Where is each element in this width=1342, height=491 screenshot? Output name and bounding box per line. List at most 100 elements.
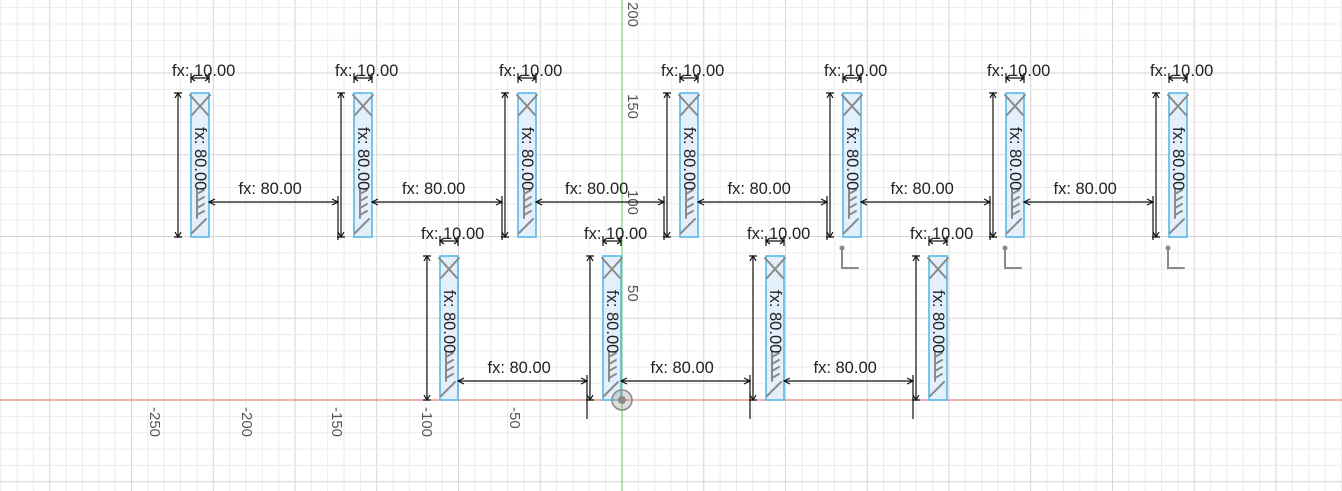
- constraint-icon: [516, 94, 538, 116]
- sketch-rectangle[interactable]: [842, 92, 862, 238]
- x-axis-tick-label: -50: [506, 407, 523, 429]
- fixed-constraint-icon: [445, 350, 454, 382]
- sketch-rectangle[interactable]: [1005, 92, 1025, 238]
- height-dimension-arrows: [1152, 91, 1160, 239]
- bottom-row-rect-group[interactable]: fx: 10.00 fx: 80.00: [584, 225, 647, 402]
- bottom-row-spacing-group[interactable]: fx: 80.00: [619, 359, 752, 419]
- sketch-rectangle[interactable]: [517, 92, 537, 238]
- bottom-row-rect-group[interactable]: fx: 10.00 fx: 80.00: [747, 225, 810, 402]
- height-dimension-arrows: [337, 91, 345, 239]
- width-dimension-label[interactable]: fx: 10.00: [661, 62, 724, 80]
- width-dimension-label[interactable]: fx: 10.00: [1150, 62, 1213, 80]
- width-dimension-arrows: [928, 237, 948, 245]
- constraint-icon: [927, 257, 949, 279]
- top-row-rect-group[interactable]: fx: 10.00 fx: 80.00: [661, 62, 724, 239]
- y-axis-tick-label: 50: [624, 285, 641, 302]
- spacing-dimension-label[interactable]: fx: 80.00: [728, 180, 791, 198]
- top-row-spacing-group[interactable]: fx: 80.00: [370, 180, 504, 240]
- top-row-spacing-group[interactable]: fx: 80.00: [696, 180, 829, 240]
- constraint-icon: [354, 218, 370, 234]
- height-dimension-label[interactable]: fx: 80.00: [518, 127, 536, 190]
- height-dimension-arrows: [501, 91, 509, 239]
- fixed-constraint-icon: [1011, 187, 1020, 219]
- height-dimension-label[interactable]: fx: 80.00: [354, 127, 372, 190]
- width-dimension-arrows: [842, 74, 862, 82]
- top-row-spacing-group[interactable]: fx: 80.00: [207, 180, 340, 240]
- sketch-rectangle[interactable]: [928, 255, 948, 401]
- sketch-rectangle[interactable]: [679, 92, 699, 238]
- width-dimension-arrows: [679, 74, 699, 82]
- top-row-rect-group[interactable]: fx: 10.00 fx: 80.00: [824, 62, 887, 239]
- height-dimension-label[interactable]: fx: 80.00: [929, 290, 947, 353]
- constraint-icon: [678, 94, 700, 116]
- spacing-dimension-label[interactable]: fx: 80.00: [402, 180, 465, 198]
- top-row-rect-group[interactable]: fx: 10.00 fx: 80.00: [172, 62, 235, 239]
- sketch-rectangle[interactable]: [353, 92, 373, 238]
- top-row-spacing-group[interactable]: fx: 80.00: [859, 180, 992, 240]
- height-dimension-arrows: [912, 254, 920, 402]
- top-row-rect-group[interactable]: fx: 10.00 fx: 80.00: [335, 62, 398, 239]
- top-row-rect-group[interactable]: fx: 10.00 fx: 80.00: [499, 62, 562, 239]
- width-dimension-arrows: [353, 74, 373, 82]
- height-dimension-label[interactable]: fx: 80.00: [191, 127, 209, 190]
- constraint-icon: [929, 381, 945, 397]
- height-dimension-arrows: [663, 91, 671, 239]
- spacing-dimension-label[interactable]: fx: 80.00: [565, 180, 628, 198]
- horizontal-constraint-icon: [1004, 247, 1022, 269]
- spacing-dimension-label[interactable]: fx: 80.00: [239, 180, 302, 198]
- constraint-icon: [191, 218, 207, 234]
- constraint-icon: [843, 218, 859, 234]
- horizontal-constraint-icon: [1167, 247, 1185, 269]
- width-dimension-label[interactable]: fx: 10.00: [824, 62, 887, 80]
- height-dimension-arrows: [749, 254, 757, 402]
- bottom-row-rect-group[interactable]: fx: 10.00 fx: 80.00: [421, 225, 484, 402]
- width-dimension-arrows: [190, 74, 210, 82]
- bottom-row-rect-group[interactable]: fx: 10.00 fx: 80.00: [910, 225, 973, 402]
- height-dimension-label[interactable]: fx: 80.00: [1006, 127, 1024, 190]
- constraint-icon: [601, 257, 623, 279]
- spacing-dimension-label[interactable]: fx: 80.00: [488, 359, 551, 377]
- width-dimension-label[interactable]: fx: 10.00: [335, 62, 398, 80]
- fixed-constraint-icon: [934, 350, 943, 382]
- top-row-spacing-group[interactable]: fx: 80.00: [1022, 180, 1155, 240]
- top-row-rect-group[interactable]: fx: 10.00 fx: 80.00: [987, 62, 1050, 239]
- height-dimension-label[interactable]: fx: 80.00: [1169, 127, 1187, 190]
- constraint-icon: [603, 381, 619, 397]
- sketch-rectangle[interactable]: [439, 255, 459, 401]
- sketch-rectangle[interactable]: [1168, 92, 1188, 238]
- y-axis-tick-label: 150: [624, 94, 641, 119]
- width-dimension-label[interactable]: fx: 10.00: [499, 62, 562, 80]
- spacing-dimension-label[interactable]: fx: 80.00: [814, 359, 877, 377]
- bottom-row-spacing-group[interactable]: fx: 80.00: [456, 359, 589, 419]
- fixed-constraint-icon: [196, 187, 205, 219]
- height-dimension-label[interactable]: fx: 80.00: [766, 290, 784, 353]
- spacing-dimension-label[interactable]: fx: 80.00: [1054, 180, 1117, 198]
- spacing-dimension-label[interactable]: fx: 80.00: [891, 180, 954, 198]
- spacing-dimension-label[interactable]: fx: 80.00: [651, 359, 714, 377]
- width-dimension-arrows: [1005, 74, 1025, 82]
- width-dimension-label[interactable]: fx: 10.00: [421, 225, 484, 243]
- constraint-icon: [1167, 94, 1189, 116]
- constraint-icon: [438, 257, 460, 279]
- sketch-rectangle[interactable]: [765, 255, 785, 401]
- height-dimension-label[interactable]: fx: 80.00: [680, 127, 698, 190]
- horizontal-constraint-icon: [841, 247, 859, 269]
- origin-dot[interactable]: [618, 396, 626, 404]
- origin-point[interactable]: [611, 389, 633, 411]
- top-row-spacing-group[interactable]: fx: 80.00: [534, 180, 666, 240]
- width-dimension-label[interactable]: fx: 10.00: [584, 225, 647, 243]
- height-dimension-label[interactable]: fx: 80.00: [603, 290, 621, 353]
- bottom-row-spacing-group[interactable]: fx: 80.00: [782, 359, 915, 419]
- width-dimension-label[interactable]: fx: 10.00: [172, 62, 235, 80]
- sketch-rectangle[interactable]: [190, 92, 210, 238]
- constraint-icon: [764, 257, 786, 279]
- height-dimension-label[interactable]: fx: 80.00: [843, 127, 861, 190]
- height-dimension-label[interactable]: fx: 80.00: [440, 290, 458, 353]
- width-dimension-label[interactable]: fx: 10.00: [910, 225, 973, 243]
- top-row-rect-group[interactable]: fx: 10.00 fx: 80.00: [1150, 62, 1213, 239]
- width-dimension-label[interactable]: fx: 10.00: [987, 62, 1050, 80]
- width-dimension-label[interactable]: fx: 10.00: [747, 225, 810, 243]
